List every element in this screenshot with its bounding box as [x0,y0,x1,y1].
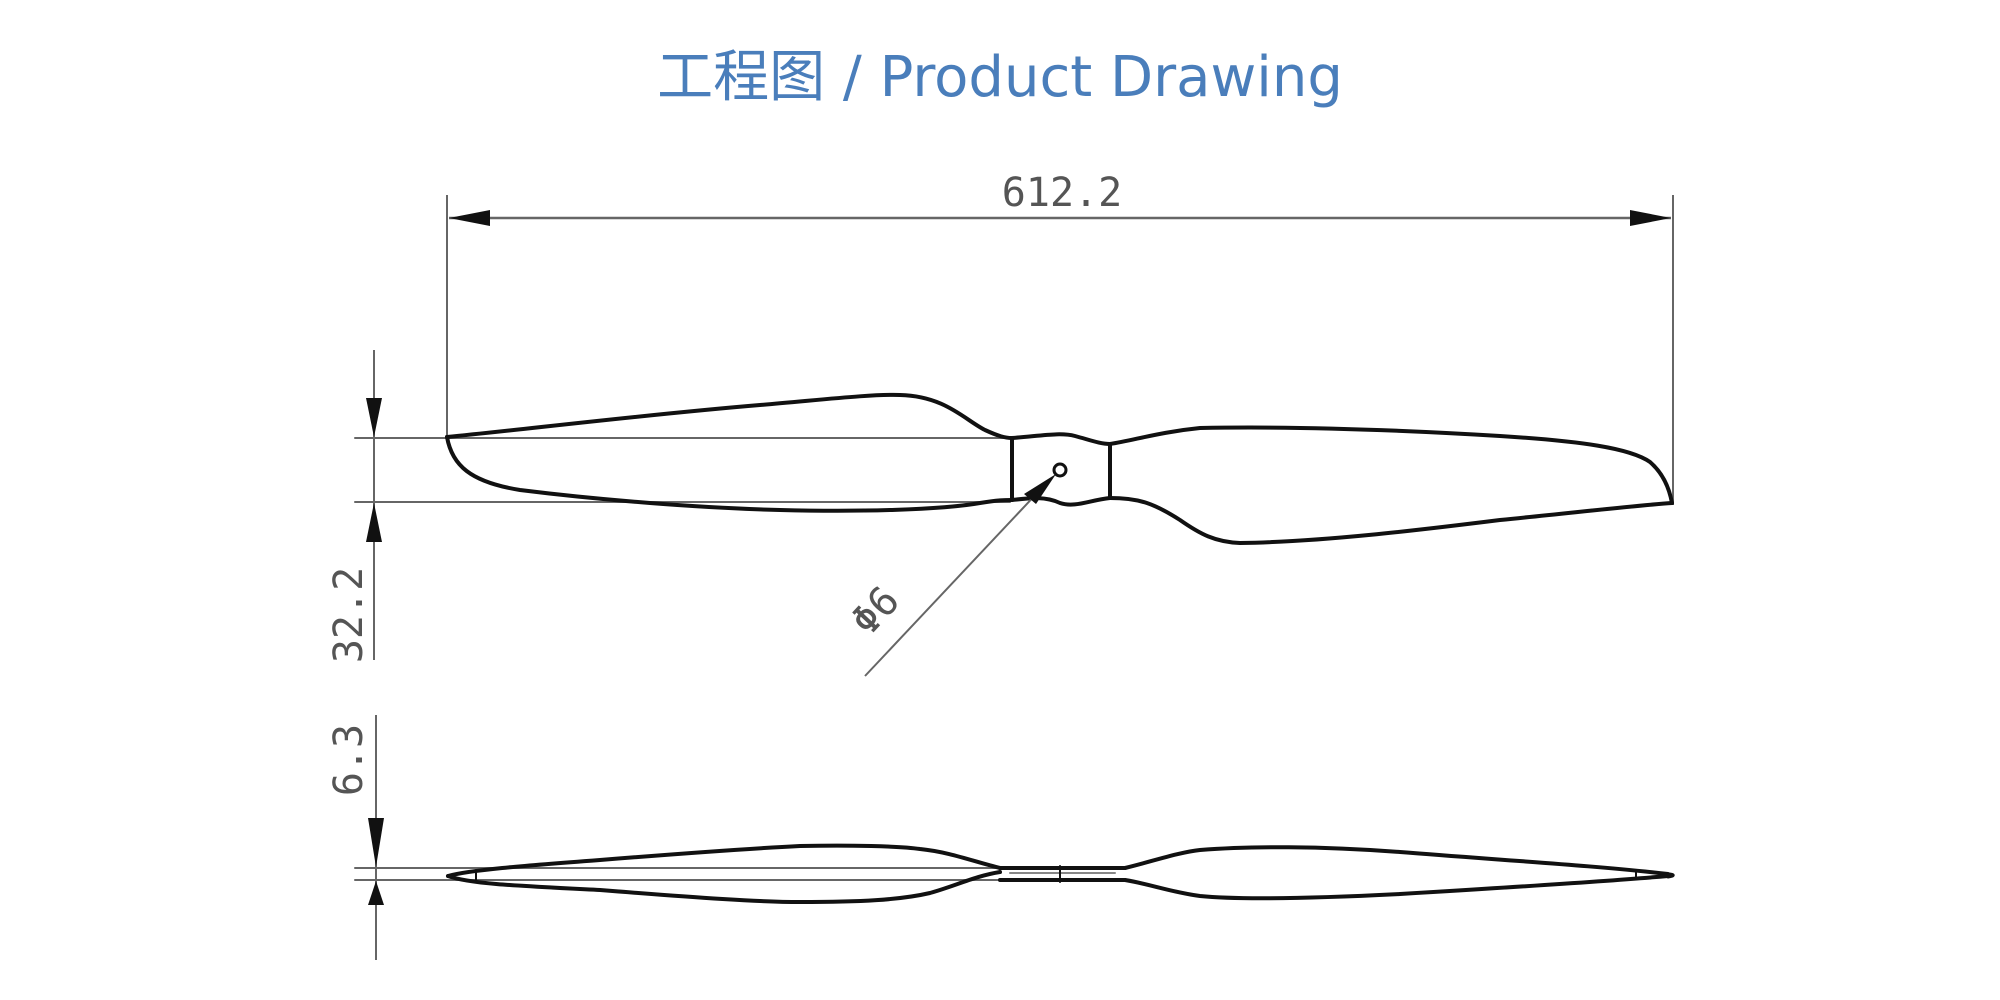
arrowhead-right-icon [1630,210,1671,226]
overall-length-dimension: 612.2 [446,170,1674,505]
overall-length-label: 612.2 [1002,170,1122,216]
arrowhead-down-icon [366,398,382,437]
arrowhead-up-icon [368,881,384,905]
hole-diameter-callout: Φ6 [842,474,1056,677]
hole-diameter-label: Φ6 [842,578,908,645]
hub-thickness-label: 6.3 [326,724,372,796]
propeller-side-view [354,843,1675,904]
page-title: 工程图 / Product Drawing [657,45,1343,110]
arrowhead-left-icon [449,210,490,226]
hub-thickness-dimension: 6.3 [326,715,384,960]
propeller-top-view [354,392,1674,545]
arrowhead-down-icon [368,818,384,867]
arrowhead-up-icon [366,503,382,542]
leader-arrowhead-icon [1024,474,1056,504]
blade-width-dimension: 32.2 [326,350,382,663]
blade-width-label: 32.2 [326,567,372,663]
